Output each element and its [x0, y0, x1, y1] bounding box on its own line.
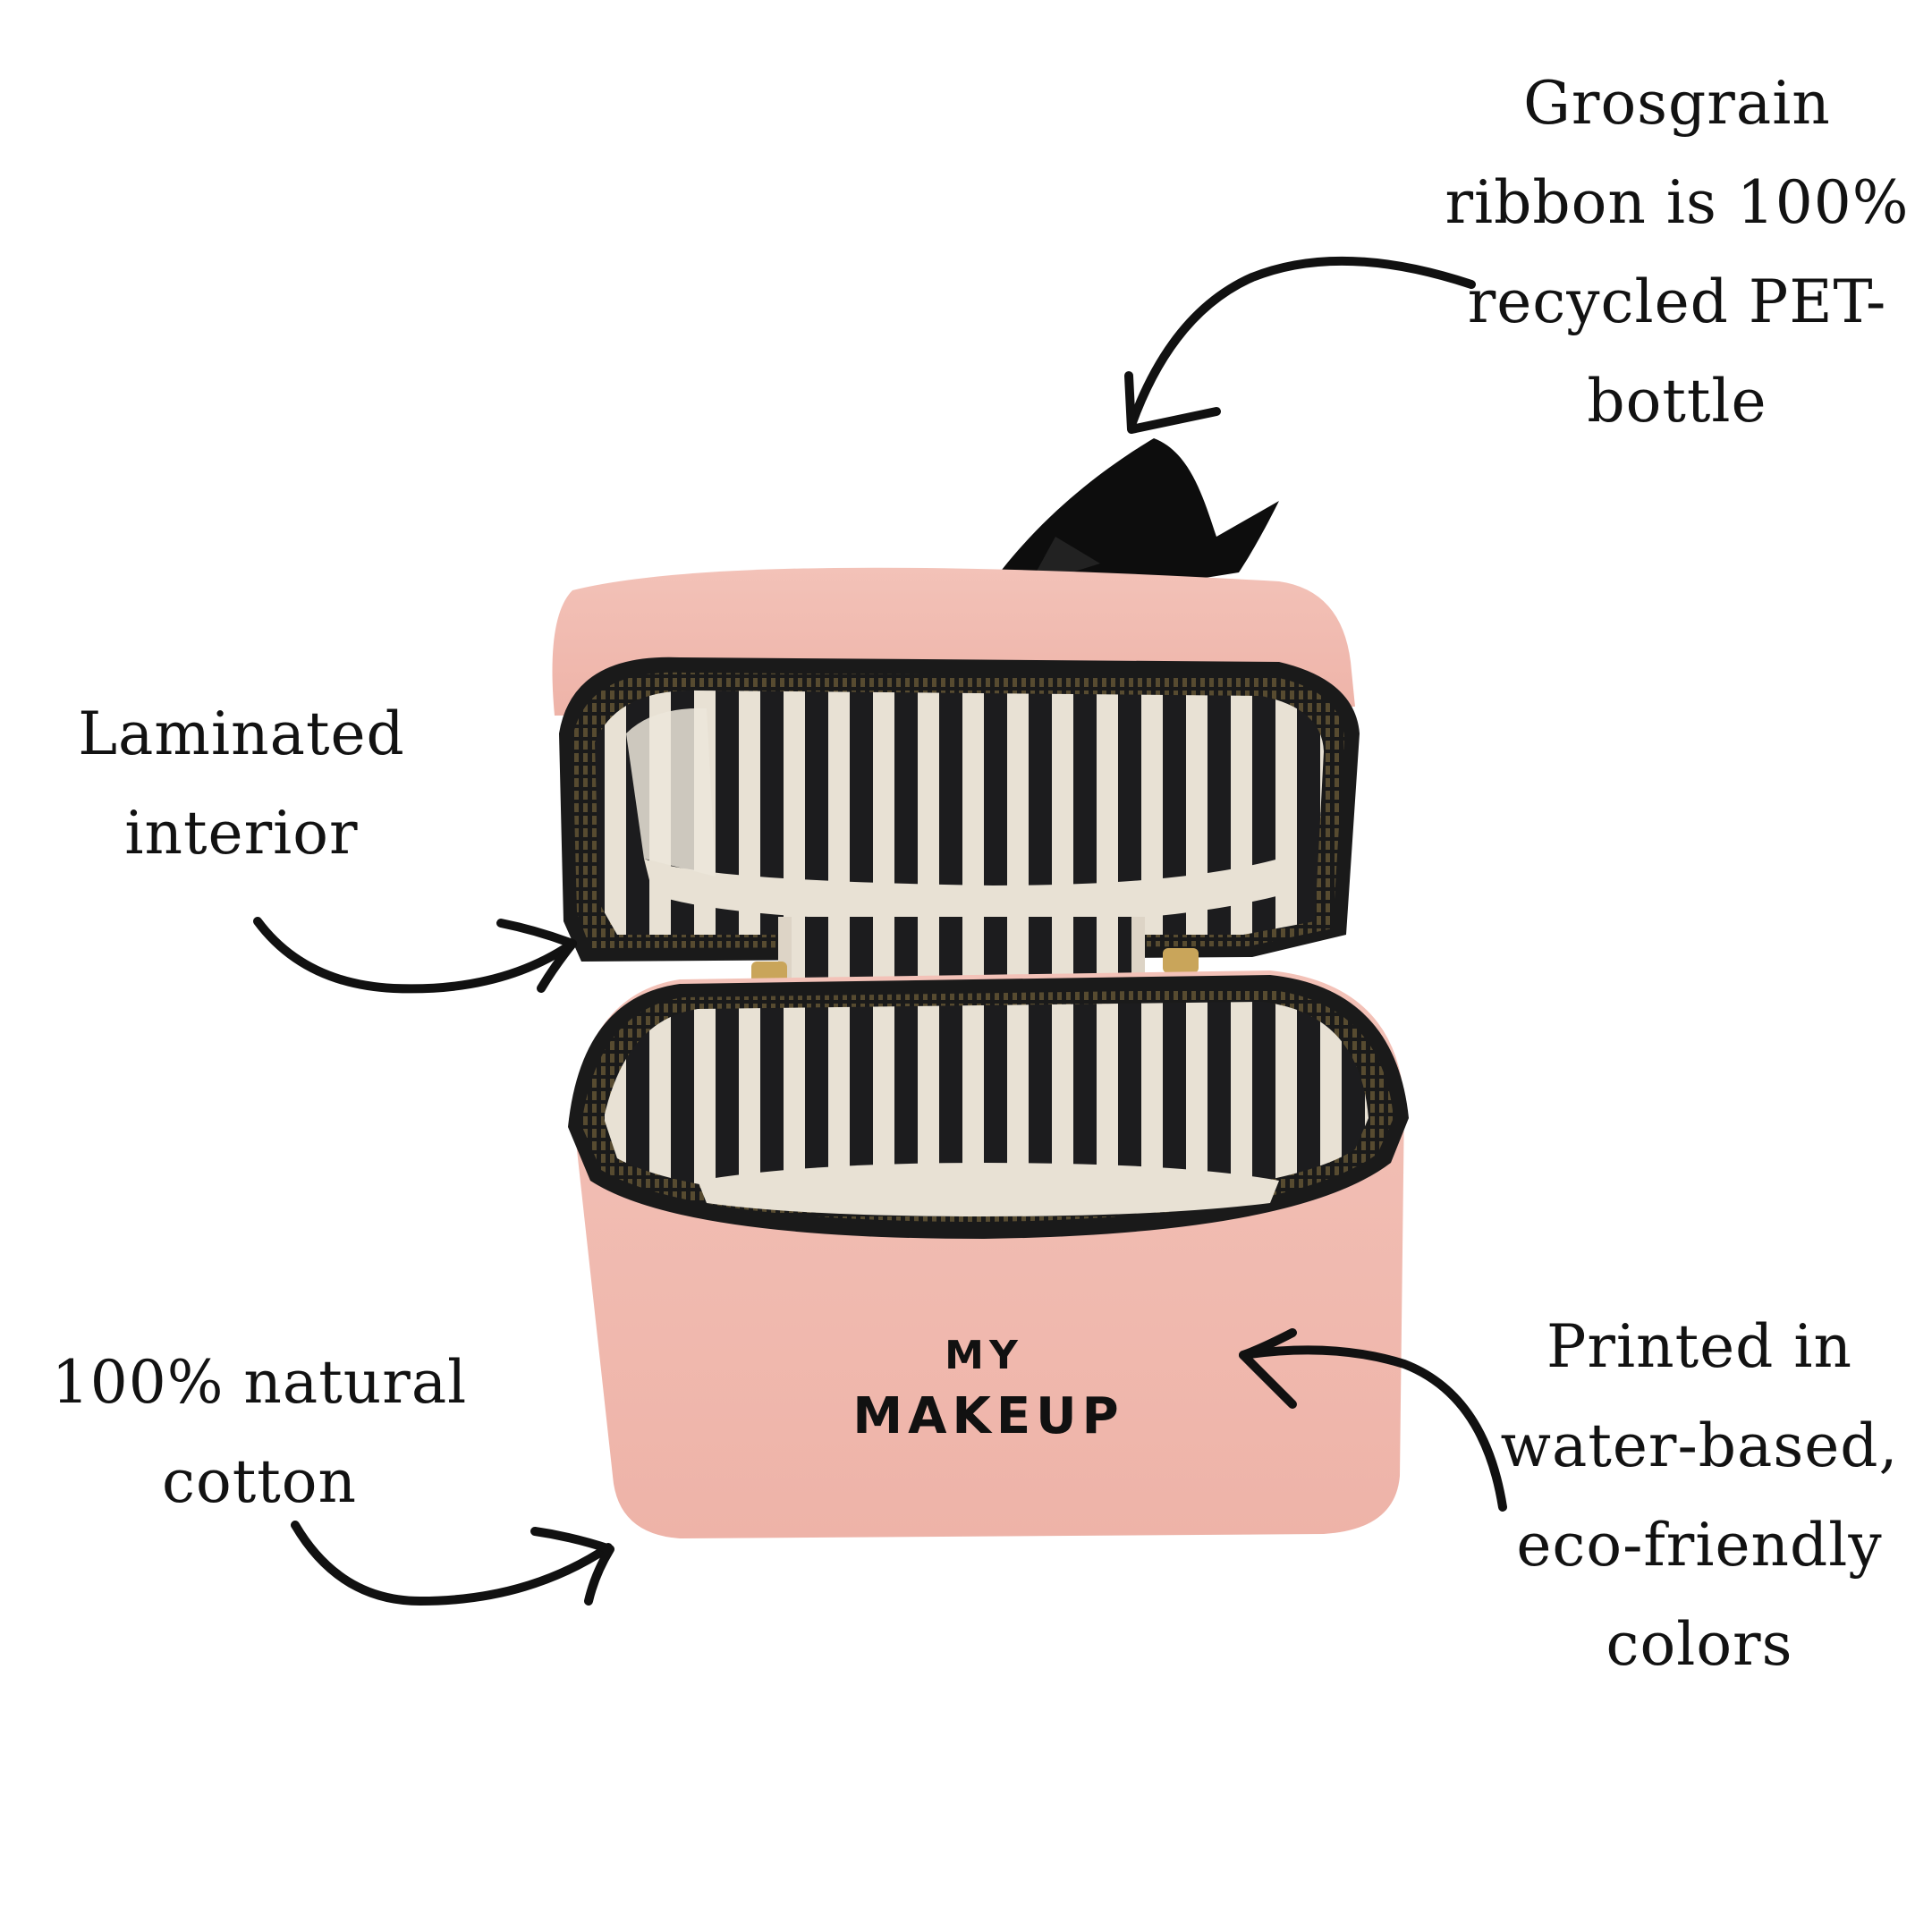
annotation-ribbon-line: recycled PET-: [1467, 267, 1887, 336]
annotation-ribbon-line: ribbon is 100%: [1445, 168, 1910, 237]
bag-print-line-1: MY: [945, 1333, 1023, 1378]
bag-base: [568, 970, 1409, 1538]
bag-print-line-2: MAKEUP: [852, 1387, 1123, 1445]
annotation-ribbon: Grosgrain ribbon is 100% recycled PET- b…: [1427, 54, 1928, 451]
annotation-printed-line: colors: [1606, 1610, 1793, 1679]
annotation-cotton: 100% natural cotton: [36, 1333, 483, 1531]
annotation-printed: Printed in water-based, eco-friendly col…: [1449, 1297, 1932, 1694]
bag-print: MY MAKEUP: [852, 1333, 1123, 1445]
annotation-cotton-line: 100% natural: [51, 1348, 468, 1417]
annotation-interior: Laminated interior: [54, 684, 429, 883]
annotation-printed-line: eco-friendly: [1516, 1511, 1883, 1580]
annotation-printed-line: water-based,: [1500, 1411, 1899, 1480]
annotation-printed-line: Printed in: [1546, 1312, 1852, 1381]
annotation-cotton-line: cotton: [162, 1447, 357, 1516]
annotation-ribbon-line: Grosgrain: [1523, 69, 1831, 138]
annotation-ribbon-line: bottle: [1587, 367, 1767, 436]
annotation-interior-line: Laminated: [78, 699, 405, 768]
bag-lid: [552, 567, 1360, 962]
annotation-interior-line: interior: [124, 799, 359, 868]
